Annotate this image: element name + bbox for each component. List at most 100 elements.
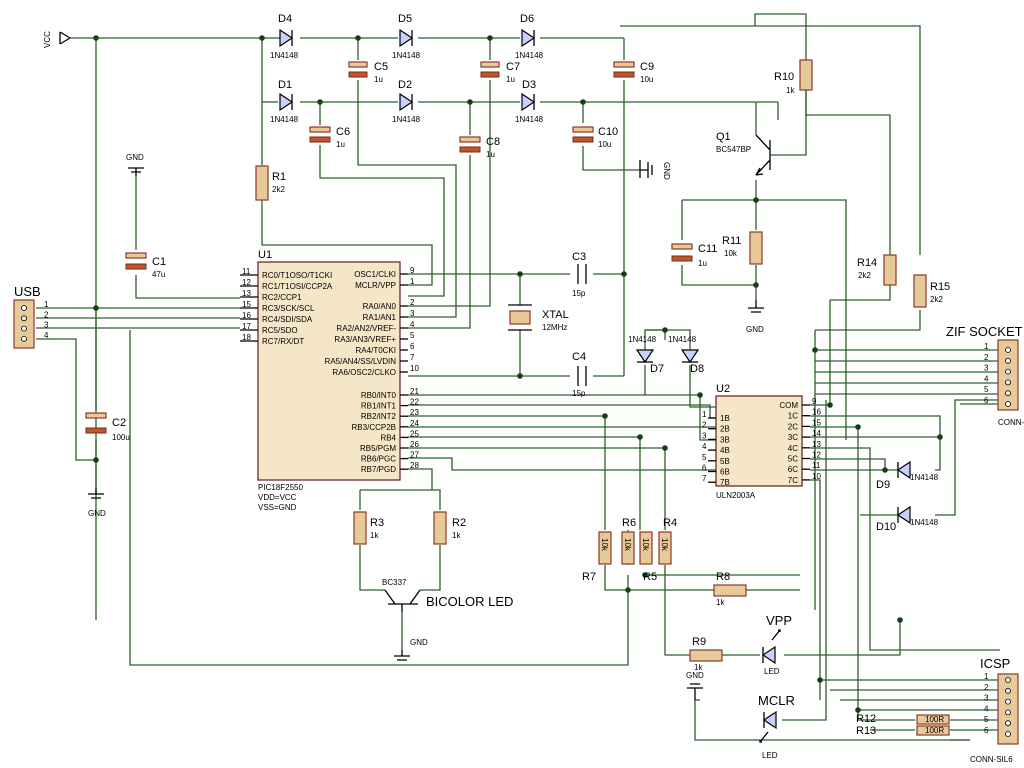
u1-pin-num: 9: [410, 266, 415, 275]
diode-d9: D9 1N4148: [876, 460, 939, 491]
u1-pin-name: RC7/RX/DT: [262, 337, 304, 346]
gnd-bicolor: GND: [394, 638, 428, 661]
u1-pin-num: 6: [410, 342, 415, 351]
svg-text:GND: GND: [88, 509, 106, 518]
svg-text:12MHz: 12MHz: [542, 323, 567, 332]
u1-pin-name: RA6/OSC2/CLKO: [332, 368, 396, 377]
connector-pin-num: 3: [984, 694, 989, 703]
svg-text:1u: 1u: [336, 140, 345, 149]
svg-text:C4: C4: [572, 351, 586, 363]
svg-text:1u: 1u: [698, 259, 707, 268]
svg-text:1N4148: 1N4148: [392, 51, 421, 60]
u1-pin-num: 16: [242, 311, 251, 320]
connector-pin-num: 1: [984, 672, 989, 681]
u1-pin-name: RA5/AN4/SS/LVDIN: [325, 357, 397, 366]
svg-text:R3: R3: [370, 517, 384, 529]
u2-pin-num: 3: [702, 431, 707, 440]
cap-c9: C9 10u: [613, 61, 654, 84]
svg-text:R9: R9: [692, 636, 706, 648]
u2-pin-name: 4B: [720, 446, 730, 455]
u1-pin-num: 24: [410, 419, 419, 428]
svg-text:R8: R8: [716, 571, 730, 583]
res-r8: R8 1k: [713, 571, 747, 607]
u1-pin-num: 21: [410, 387, 419, 396]
connector-pin-num: 2: [984, 353, 989, 362]
u1-pin-num: 18: [242, 333, 251, 342]
u1-pin-num: 2: [410, 298, 415, 307]
connector-pin: [1005, 390, 1011, 397]
u1-pin-name: RA1/AN1: [363, 313, 397, 322]
connector-pin-num: 6: [984, 726, 989, 735]
u1-pin-name: RA0/AN0: [363, 302, 397, 311]
u1-pin-num: 26: [410, 440, 419, 449]
svg-text:GND: GND: [746, 325, 764, 334]
u1-pin-name: RC2/CCP1: [262, 293, 302, 302]
u1-pin-name: RB1/INT1: [361, 402, 397, 411]
gnd-c1: GND: [126, 153, 144, 176]
svg-text:ICSP: ICSP: [980, 656, 1010, 671]
res-r6: 10k R6: [621, 517, 636, 565]
connector-pin-num: 4: [984, 374, 989, 383]
svg-text:LED: LED: [762, 751, 778, 760]
u1-pin-name: RC3/SCK/SCL: [262, 304, 315, 313]
diode-d5: D5 1N4148: [392, 13, 421, 60]
connector-pin-num: 2: [44, 310, 49, 319]
svg-text:1u: 1u: [374, 75, 383, 84]
svg-text:XTAL: XTAL: [542, 309, 569, 321]
connector-pin: [1005, 379, 1011, 386]
svg-text:R4: R4: [663, 517, 677, 529]
res-r9: R9 1k: [689, 636, 723, 672]
res-r12: 100R R12: [856, 713, 950, 725]
svg-text:C1: C1: [152, 256, 166, 268]
svg-text:R2: R2: [452, 517, 466, 529]
svg-text:LED: LED: [764, 667, 780, 676]
u2-pin-num: 2: [702, 421, 707, 430]
svg-text:1k: 1k: [694, 663, 703, 672]
svg-text:C2: C2: [112, 417, 126, 429]
u1-pin-name: RA2/AN2/VREF-: [336, 324, 396, 333]
svg-text:10k: 10k: [641, 538, 650, 552]
connector-pin: [1005, 401, 1011, 407]
diode-d6: D6 1N4148: [515, 13, 544, 60]
u1-pin-num: 1: [410, 277, 415, 286]
u1-pin-num: 12: [242, 278, 251, 287]
svg-text:10k: 10k: [724, 249, 738, 258]
res-r15: R15 2k2: [913, 274, 950, 308]
svg-text:GND: GND: [686, 671, 704, 680]
u1-pin-num: 22: [410, 398, 419, 407]
u2-pin-num: 5: [702, 453, 707, 462]
svg-text:BICOLOR LED: BICOLOR LED: [426, 594, 513, 609]
svg-text:D1: D1: [278, 79, 292, 91]
connector-pin-num: 4: [984, 704, 989, 713]
connector-pin-num: 1: [984, 342, 989, 351]
u1-pin-num: 25: [410, 429, 419, 438]
svg-text:1u: 1u: [506, 75, 515, 84]
svg-text:C9: C9: [640, 61, 654, 73]
cap-c1: C1 47u: [125, 252, 166, 279]
u1-pin-name: RC4/SDI/SDA: [262, 315, 313, 324]
svg-text:1N4148: 1N4148: [270, 115, 299, 124]
svg-text:2k2: 2k2: [858, 271, 871, 280]
u2-pin-num: 1: [702, 410, 707, 419]
u1-pin-num: 15: [242, 300, 251, 309]
svg-text:1k: 1k: [716, 598, 725, 607]
svg-text:15p: 15p: [572, 389, 586, 398]
junction-dots: [93, 35, 943, 713]
u1-pin-num: 17: [242, 322, 251, 331]
svg-text:D4: D4: [278, 13, 292, 25]
connector-pin: [1005, 368, 1011, 375]
connector-pin-num: 5: [984, 385, 989, 394]
svg-text:C10: C10: [598, 126, 618, 138]
u1-pin-num: 28: [410, 461, 419, 470]
svg-text:R5: R5: [643, 571, 657, 583]
u1-pin-name: RC5/SDO: [262, 326, 298, 335]
svg-text:C3: C3: [572, 251, 586, 263]
u1-pin-num: 23: [410, 408, 419, 417]
connector-pin: [1005, 731, 1011, 737]
svg-text:1N4148: 1N4148: [910, 518, 939, 527]
connector-pin: [1005, 709, 1011, 716]
u2-pin-num: 15: [812, 418, 821, 427]
svg-text:R1: R1: [272, 171, 286, 183]
u2-pin-name: 5C: [788, 455, 798, 464]
svg-text:C8: C8: [486, 136, 500, 148]
